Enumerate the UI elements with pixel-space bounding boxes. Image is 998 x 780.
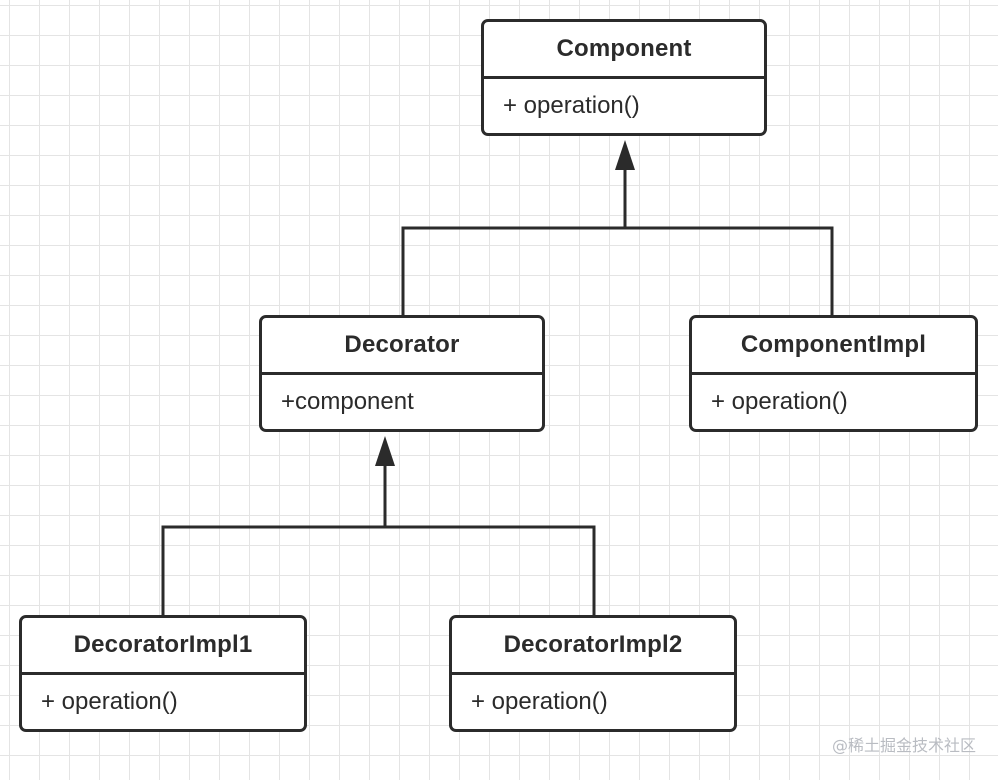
class-members: +component bbox=[262, 375, 542, 416]
class-member: + operation() bbox=[503, 92, 640, 119]
class-componentimpl[interactable]: ComponentImpl + operation() bbox=[689, 315, 978, 432]
connector-decoratorimpl2-to-decorator bbox=[385, 525, 596, 615]
class-name: Decorator bbox=[262, 318, 542, 375]
class-name: DecoratorImpl2 bbox=[452, 618, 734, 675]
connector-componentimpl-to-component bbox=[625, 226, 834, 315]
inheritance-arrowhead-component bbox=[615, 140, 635, 170]
class-member: +component bbox=[281, 388, 414, 415]
class-member: + operation() bbox=[471, 688, 608, 715]
class-member: + operation() bbox=[711, 388, 848, 415]
inheritance-arrowhead-decorator bbox=[375, 436, 395, 466]
connector-decorator-to-component bbox=[401, 170, 627, 315]
class-component[interactable]: Component + operation() bbox=[481, 19, 767, 136]
class-decoratorimpl2[interactable]: DecoratorImpl2 + operation() bbox=[449, 615, 737, 732]
class-decorator[interactable]: Decorator +component bbox=[259, 315, 545, 432]
class-members: + operation() bbox=[452, 675, 734, 716]
class-name: ComponentImpl bbox=[692, 318, 975, 375]
class-members: + operation() bbox=[22, 675, 304, 716]
class-name: DecoratorImpl1 bbox=[22, 618, 304, 675]
class-member: + operation() bbox=[41, 688, 178, 715]
class-members: + operation() bbox=[484, 79, 764, 120]
class-name: Component bbox=[484, 22, 764, 79]
class-decoratorimpl1[interactable]: DecoratorImpl1 + operation() bbox=[19, 615, 307, 732]
class-members: + operation() bbox=[692, 375, 975, 416]
watermark: @稀土掘金技术社区 bbox=[831, 736, 976, 755]
connector-decoratorimpl1-to-decorator bbox=[161, 466, 387, 615]
